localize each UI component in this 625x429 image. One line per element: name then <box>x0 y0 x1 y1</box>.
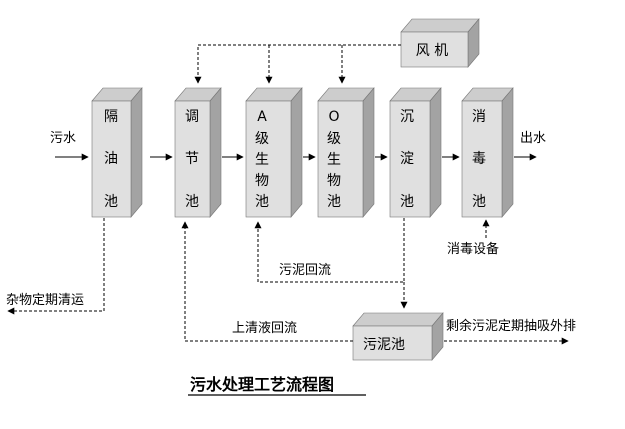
box-front <box>91 100 132 218</box>
a-bio-char-1: A <box>257 109 267 125</box>
box-side <box>209 87 222 218</box>
geyouchi-box: 隔 油 池 <box>91 87 143 218</box>
xiaoduchi-box: 消 毒 池 <box>461 87 514 218</box>
xiaoduchi-char-3: 池 <box>472 194 486 210</box>
chendianchi-char-3: 池 <box>400 194 414 210</box>
excess-sludge-label: 剩余污泥定期抽吸外排 <box>446 318 576 334</box>
supernatant-return-line <box>181 221 353 342</box>
chendianchi-box: 沉 淀 池 <box>389 87 442 218</box>
a-bio-char-5: 池 <box>255 194 269 210</box>
box-front <box>400 31 469 68</box>
tiaojiechi-char-2: 节 <box>185 151 199 167</box>
a-bio-box: A 级 生 物 池 <box>245 87 303 218</box>
a-bio-char-2: 级 <box>255 131 269 147</box>
box-front <box>352 325 433 361</box>
tiaojiechi-char-1: 调 <box>185 109 199 125</box>
box-top <box>400 18 480 33</box>
impurity-line <box>7 218 105 315</box>
box-side <box>130 87 143 218</box>
o-bio-char-5: 池 <box>327 194 341 210</box>
outflow-label: 出水 <box>520 131 546 146</box>
chendianchi-char-2: 淀 <box>400 151 414 167</box>
a-bio-char-3: 生 <box>255 152 269 168</box>
box-front <box>389 100 431 218</box>
wunichi-box: 污泥池 <box>352 312 444 361</box>
geyouchi-char-3: 池 <box>104 194 118 210</box>
sludge-return-line <box>254 218 405 283</box>
disinfect-equipment-label: 消毒设备 <box>447 241 499 257</box>
box-front <box>245 100 292 218</box>
xiaoduchi-char-2: 毒 <box>472 151 486 167</box>
chendianchi-char-1: 沉 <box>400 109 414 125</box>
diagram-title: 污水处理工艺流程图 <box>190 375 334 394</box>
dashed-lines <box>7 44 569 345</box>
o-bio-char-2: 级 <box>327 131 341 147</box>
box-side <box>362 87 375 218</box>
box-side <box>501 87 514 218</box>
box-side <box>290 87 303 218</box>
fengji-box: 风 机 <box>400 18 480 68</box>
fengji-label: 风 机 <box>416 43 448 59</box>
box-top <box>352 312 444 327</box>
tiaojiechi-box: 调 节 池 <box>174 87 222 218</box>
geyouchi-char-1: 隔 <box>104 109 118 125</box>
o-bio-char-1: O <box>328 109 339 125</box>
o-bio-char-3: 生 <box>327 152 341 168</box>
box-front <box>461 100 503 218</box>
o-bio-char-4: 物 <box>327 173 341 189</box>
xiaoduchi-char-1: 消 <box>472 109 486 125</box>
air-line-top <box>194 44 401 84</box>
o-bio-box: O 级 生 物 池 <box>317 87 375 218</box>
impurity-cleaning-label: 杂物定期清运 <box>6 293 84 308</box>
geyouchi-char-2: 油 <box>104 151 118 167</box>
supernatant-return-label: 上清液回流 <box>232 321 297 336</box>
inflow-label: 污水 <box>50 131 76 146</box>
a-bio-char-4: 物 <box>255 173 269 189</box>
tiaojiechi-char-3: 池 <box>185 194 199 210</box>
box-side <box>429 87 442 218</box>
box-front <box>174 100 211 218</box>
sludge-return-label: 污泥回流 <box>279 263 331 278</box>
box-front <box>317 100 364 218</box>
wunichi-label: 污泥池 <box>363 337 405 353</box>
